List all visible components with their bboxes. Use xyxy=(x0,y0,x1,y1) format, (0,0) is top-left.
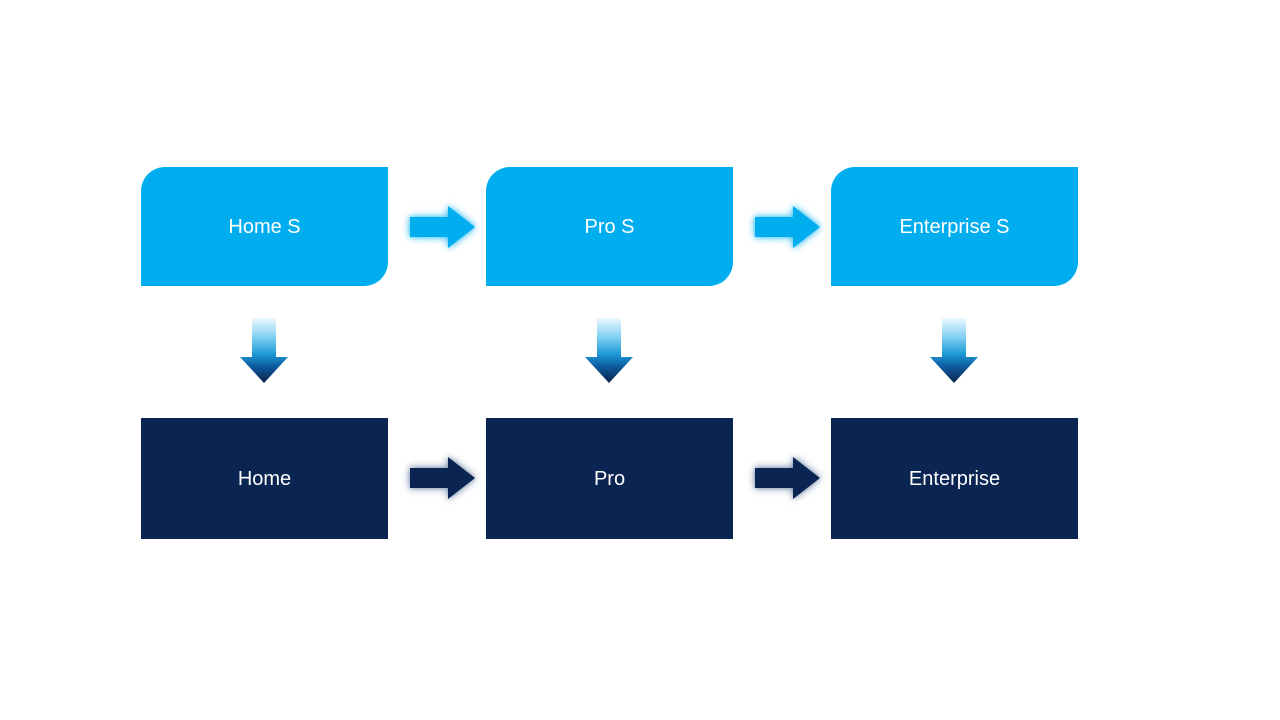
node-pro[interactable]: Pro xyxy=(486,418,733,539)
node-label: Pro xyxy=(593,467,626,490)
node-label: Enterprise S xyxy=(899,215,1010,238)
node-enterprise[interactable]: Enterprise xyxy=(831,418,1078,539)
right-arrow-icon[interactable] xyxy=(410,205,476,249)
right-arrow-icon[interactable] xyxy=(755,205,821,249)
node-label: Pro S xyxy=(584,215,635,238)
node-label: Home S xyxy=(228,215,301,238)
down-arrow-icon[interactable] xyxy=(930,318,978,383)
node-home-s[interactable]: Home S xyxy=(141,167,388,286)
node-label: Home xyxy=(237,467,292,490)
right-arrow-icon[interactable] xyxy=(755,456,821,500)
node-enterprise-s[interactable]: Enterprise S xyxy=(831,167,1078,286)
down-arrow-icon[interactable] xyxy=(240,318,288,383)
node-home[interactable]: Home xyxy=(141,418,388,539)
node-pro-s[interactable]: Pro S xyxy=(486,167,733,286)
node-label: Enterprise xyxy=(908,467,1001,490)
right-arrow-icon[interactable] xyxy=(410,456,476,500)
down-arrow-icon[interactable] xyxy=(585,318,633,383)
